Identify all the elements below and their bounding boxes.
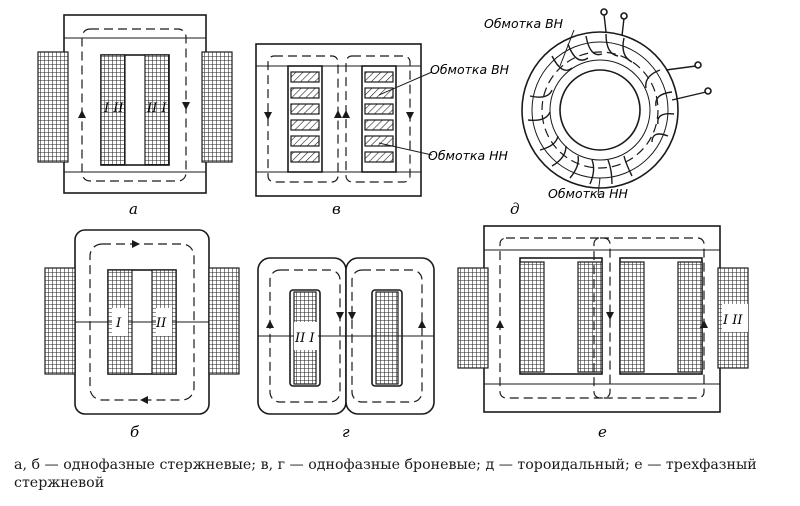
- winding-label-a1: I II: [103, 101, 124, 116]
- diagram-b: I II б: [44, 229, 240, 441]
- figure-caption: а, б — однофазные стержневые; в, г — одн…: [14, 457, 757, 491]
- diagram-e: I II е: [457, 225, 749, 441]
- winding-label-e: I II: [722, 313, 743, 328]
- nn-label-v: Обмотка НН: [428, 148, 508, 163]
- winding-label-g: II I: [294, 331, 315, 346]
- windings-left-v: [290, 71, 320, 163]
- nn-label-d: Обмотка НН: [548, 186, 628, 201]
- windings-right-v: [364, 71, 394, 163]
- diagram-v: Обмотка ВН Обмотка НН в: [255, 43, 510, 218]
- label-d: д: [510, 200, 520, 218]
- label-v: в: [332, 200, 341, 218]
- outer-winding-right-a: [201, 51, 233, 163]
- winding-label-a2: II I: [146, 101, 167, 116]
- outer-winding-left-b: [44, 267, 76, 375]
- diagram-d: Обмотка ВН Обмотка НН д: [484, 8, 712, 218]
- outer-winding-left-a: [37, 51, 69, 163]
- vn-label-d1: Обмотка ВН: [484, 16, 564, 31]
- label-a: а: [129, 200, 138, 218]
- winding-label-b2: II: [155, 316, 167, 331]
- inner-winding-right-a: [144, 54, 170, 166]
- label-b: б: [130, 423, 140, 441]
- label-g: г: [342, 423, 350, 441]
- diagram-a: I II II I а: [37, 14, 233, 218]
- winding-label-b1: I: [115, 316, 122, 331]
- outer-winding-left-e: [457, 267, 489, 369]
- vn-label-v: Обмотка ВН: [430, 62, 510, 77]
- toroid-inner: [559, 69, 641, 151]
- label-e: е: [598, 423, 607, 441]
- inner-winding-left-a: [100, 54, 126, 166]
- outer-winding-right-b: [208, 267, 240, 375]
- diagram-g: II I г: [257, 257, 435, 441]
